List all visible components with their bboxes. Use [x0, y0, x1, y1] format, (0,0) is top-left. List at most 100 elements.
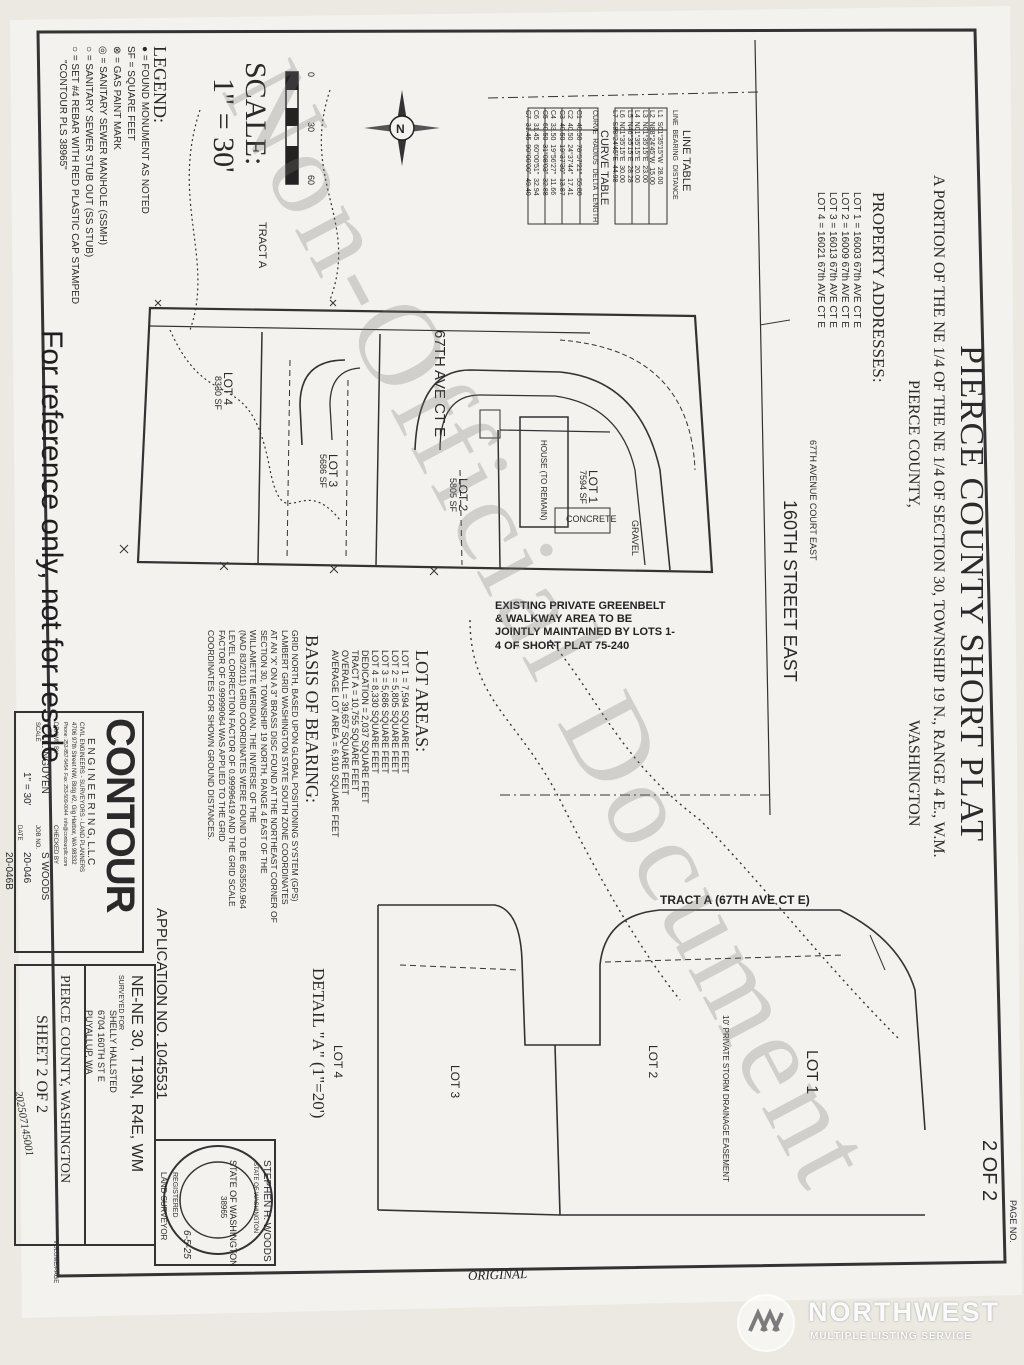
job-label: JOB NO.: [34, 825, 40, 850]
lot-area-item: LOT 2 = 5,805 SQUARE FEET: [390, 650, 400, 774]
plat-title-line1: A PORTION OF THE NE 1/4 OF THE NE 1/4 OF…: [930, 175, 947, 858]
basis-text-line: COORDINATES FOR SHOWN GROUND DISTANCES.: [206, 630, 216, 840]
curve-table-row: C6 31.45 60°00'51" 32.94: [532, 110, 539, 196]
plat-title: PIERCE COUNTY SHORT PLAT: [953, 345, 990, 843]
client-city: PUYALLUP, WA: [84, 1010, 94, 1075]
firm-sub: E N G I N E E R I N G, L.L.C: [85, 738, 96, 866]
scale-block: 1" = 30': [21, 772, 32, 806]
legend-item: ○ = SANITARY SEWER STUB OUT (SS STUB): [83, 46, 94, 258]
title-block-frame: [14, 711, 276, 1266]
address-lot1: LOT 1 = 16003 67th AVE CT E: [851, 192, 862, 328]
address-lot4: LOT 4 = 16021 67th AVE CT E: [815, 192, 826, 328]
line-table-row: L3 N01°35'15"E 23.00: [640, 110, 648, 183]
curve-table-row: C4 33.50 19°56'27" 11.66: [549, 110, 556, 196]
basis-text-line: SECTION 30, TOWNSHIP 19 NORTH, RANGE 4 E…: [258, 630, 269, 874]
detail-a-title: DETAIL "A" (1"=20'): [309, 968, 328, 1119]
basis-text-line: LAMBERT GRID WASHINGTON STATE SOUTH ZONE…: [279, 630, 290, 905]
sheet-border: [36, 28, 1007, 1278]
lot-area-item: AVERAGE LOT AREA = 6,910 SQUARE FEET: [330, 650, 340, 838]
property-addresses-heading: PROPERTY ADDRESSES:: [869, 192, 888, 383]
seal-date: 6-5-25: [181, 1230, 192, 1259]
legend-item: SF = SQUARE FEET: [125, 46, 136, 141]
seal-no: 38965: [219, 1196, 228, 1219]
paper: [10, 6, 1022, 1318]
detail-a-drawing: [377, 904, 926, 1216]
lot-area-item: LOT 3 = 5,686 SQUARE FEET: [380, 650, 390, 774]
nwmls-name: NORTHWEST: [808, 1297, 1000, 1327]
scale-bar: [285, 71, 299, 185]
address-lot2: LOT 2 = 16009 67th AVE CT E: [839, 192, 850, 328]
volume-page: VOLUME/PAGE: [52, 1240, 58, 1284]
gravel-label: GRAVEL: [630, 520, 640, 556]
client-name: SHELLY HALLSTED: [108, 1010, 118, 1093]
checked-by: S WOODS: [39, 852, 50, 901]
concrete-pad: [554, 507, 611, 534]
page-no-label: PAGE NO.: [1008, 1200, 1018, 1243]
lot1-label: LOT 1: [586, 470, 600, 504]
nwmls-tagline: MULTIPLE LISTING SERVICE: [810, 1331, 972, 1342]
line-table-title: LINE TABLE: [680, 130, 692, 192]
seal-reg: REGISTERED: [171, 1172, 178, 1218]
surveyed-for: SURVEYED FOR: [117, 975, 124, 1031]
lot-area-item: LOT 1 = 7,594 SQUARE FEET: [400, 650, 410, 774]
curve-table-row: C3 40.50 19°37'30" 13.87: [557, 110, 565, 196]
lot1-area: 7594 SF: [578, 470, 588, 505]
basis-text-line: AT AN 'X' ON A 3" BRASS DISC FOUND AT TH…: [269, 630, 279, 923]
curve-table-title: CURVE TABLE: [598, 130, 610, 206]
original-note: ORIGINAL: [467, 1265, 528, 1284]
street-67th-avenue-court-east: 67TH AVENUE COURT EAST: [808, 440, 818, 561]
reference-note: For reference only, not for resale: [35, 330, 68, 763]
lot-area-item: OVERALL = 39,657 SQUARE FEET: [340, 650, 350, 795]
lot4-area: 8330 SF: [213, 376, 223, 411]
line-table-row: L2 N88°24'45"W 15.00: [648, 110, 655, 185]
legend-item: ○ = SET #4 REBAR WITH RED PLASTIC CAP ST…: [69, 46, 80, 305]
basis-text-line: FACTOR OF 0.99999064 WAS APPLIED TO THE …: [216, 630, 227, 842]
basis-text-line: (NAD 83/2011) GRID COORDINATES WERE FOUN…: [237, 630, 248, 910]
lot4-label: LOT 4: [221, 372, 235, 406]
curve-table-grid: [527, 107, 599, 225]
line-table-grid: [614, 107, 668, 225]
legend-item: ◎ = SANITARY SEWER MANHOLE (SSMH): [97, 46, 108, 246]
curve-table-header: CURVE RADIUS DELTA LENGTH: [591, 110, 598, 223]
lot-area-item: DEDICATION = 2,037 SQUARE FEET: [360, 650, 370, 804]
parcel-boundary: [136, 306, 714, 574]
basis-text-line: GRID NORTH, BASED UPON GLOBAL POSITIONIN…: [290, 630, 300, 902]
lot3-label: LOT 3: [326, 454, 340, 488]
lot3-area: 5686 SF: [318, 454, 328, 489]
firm-address: 4706 97th Street NW, Bldg #2, Gig Harbor…: [70, 722, 76, 865]
curve-table-row: C5 60.50 31°08'03" 32.88: [540, 110, 548, 196]
detail-a-lot3: LOT 3: [448, 1065, 462, 1099]
concrete-label: CONCRETE: [566, 514, 617, 524]
line-table-row: L5 N46°35'15"E 28.28: [625, 110, 633, 183]
svg-text:N: N: [396, 122, 405, 136]
line-table-row: L7 S88°24'45"E 44.98: [610, 110, 618, 183]
checked-by-label: CHECKED BY: [52, 825, 58, 865]
date-value: 20-046B: [3, 852, 14, 890]
svg-text:STATE OF WASHINGTON: STATE OF WASHINGTON: [228, 1160, 238, 1267]
detail-a-lot2: LOT 2: [646, 1045, 660, 1079]
legend-item: ● = FOUND MONUMENT AS NOTED: [139, 46, 150, 214]
plat-title-line2: PIERCE COUNTY,: [905, 380, 922, 508]
nwmls-logo: NORTHWEST MULTIPLE LISTING SERVICE: [736, 1293, 1006, 1353]
line-table-header: LINE BEARING DISTANCE: [671, 110, 678, 200]
legend-heading: LEGEND:: [150, 46, 170, 123]
legend-item: "CONTOUR PLS 38965": [57, 60, 68, 170]
curve-table-row: C2 40.50 24°37'44" 17.41: [566, 110, 573, 196]
line-table-row: L6 N01°35'15"E 30.00: [618, 110, 625, 183]
client-address: 6704 160TH ST E: [96, 1010, 106, 1082]
detail-a-tract: TRACT A (67TH AVE CT E): [660, 893, 810, 907]
lot-areas-heading: LOT AREAS:: [412, 650, 432, 753]
lot-area-item: LOT 4 = 8,330 SQUARE FEET: [370, 650, 380, 774]
nwmls-mark-icon: [737, 1294, 795, 1352]
seal-state: STATE OF WASHINGTON: [252, 1162, 258, 1234]
curve-table-row: C1 40.50 78°57'21" 55.80: [574, 110, 582, 196]
seal-role: LAND SURVEYOR: [159, 1172, 168, 1241]
address-lot3: LOT 3 = 16013 67th AVE CT E: [827, 192, 838, 328]
date-label: DATE: [16, 825, 22, 841]
page-no: 2 OF 2: [978, 1140, 1000, 1202]
legend-item: ⊗ = GAS PAINT MARK: [111, 46, 122, 150]
surveyor-seal: STATE OF WASHINGTON: [163, 1145, 273, 1267]
line-table-row: L1 S01°35'15"W 28.00: [655, 110, 663, 185]
